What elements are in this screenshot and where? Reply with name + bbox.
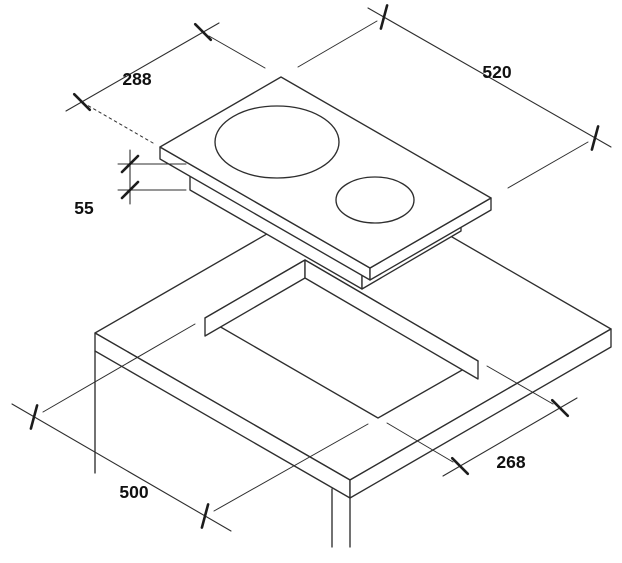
worktop-front-right-face [349,328,612,499]
hob-top-face [159,76,492,269]
dimension-label-hob-width: 288 [122,69,151,89]
dimension-hob-width: 288 [65,22,266,144]
dimension-tick [450,456,470,476]
worktop [94,181,612,548]
dimension-tick [120,154,140,174]
dimension-tick [29,404,39,430]
extension-line [297,20,378,68]
dimension-line [442,397,578,477]
dimension-line [65,22,220,112]
dimension-tick [550,398,570,418]
extension-line-dotted [86,104,154,144]
dimension-label-cutout-width: 268 [496,452,525,472]
extension-line [507,141,589,189]
dimension-cutout-length: 500 [11,323,369,532]
worktop-cutout [204,259,479,419]
dimension-hob-height: 55 [74,149,187,218]
dimension-tick [120,180,140,200]
dimension-tick [590,125,600,151]
hob [159,76,492,281]
cutout-inner-wall-right [304,259,479,380]
extension-line [486,365,554,405]
dimension-label-hob-length: 520 [482,62,511,82]
dimension-tick [72,92,92,112]
extension-line [213,423,369,512]
extension-line [42,323,196,413]
cooking-zone-small [335,176,415,224]
dimension-cutout-width: 268 [386,365,578,477]
extension-line [208,35,266,69]
dimension-label-hob-height: 55 [74,198,94,218]
dimension-line [11,403,232,532]
dimension-hob-length: 520 [297,4,612,189]
cooking-zone-large [214,105,340,179]
extension-line [386,422,454,463]
dimension-label-cutout-length: 500 [119,482,148,502]
dimension-tick [193,22,213,42]
dimension-tick [200,503,210,529]
dimension-line [367,7,612,148]
dimension-tick [379,4,389,30]
